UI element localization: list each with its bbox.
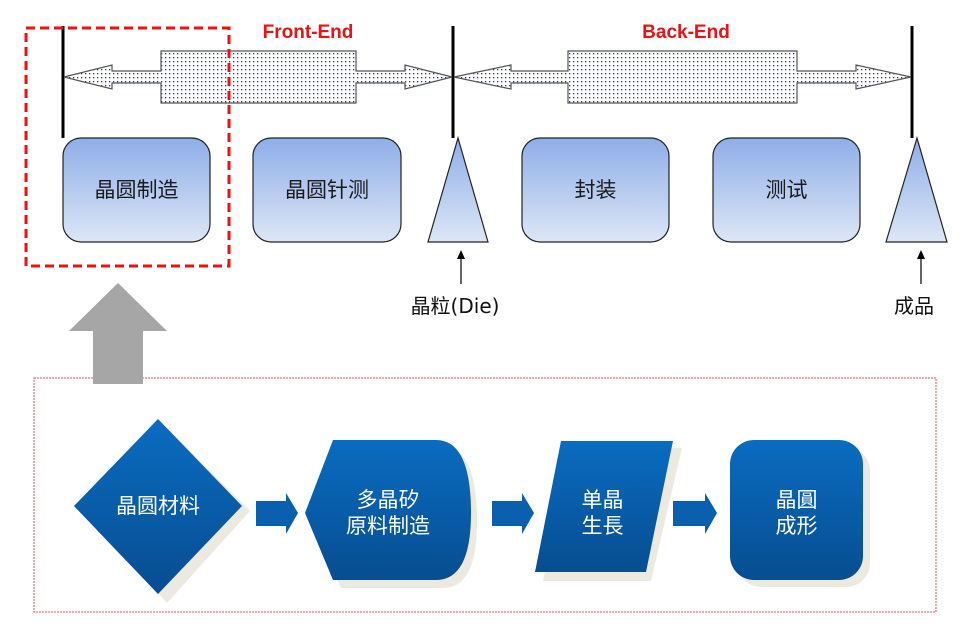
product-triangle: [885, 135, 948, 243]
die-pointer-arrowhead: [457, 250, 465, 259]
front-end-double-arrow: [63, 50, 453, 104]
stage-box-wafer-fab[interactable]: [62, 137, 211, 243]
stage-label-wafer-fab: 晶圆制造: [94, 177, 179, 202]
flow-parallelogram-crystal-growth[interactable]: [535, 441, 673, 572]
front-end-label: Front-End: [262, 22, 354, 44]
stage-box-testing[interactable]: [712, 137, 861, 243]
stage-label-testing: 测试: [765, 177, 808, 202]
flow-label-crystal-growth: 单晶 生長: [581, 487, 624, 538]
back-end-double-arrow: [453, 50, 912, 104]
flow-arrow-1: [256, 493, 298, 534]
back-end-label: Back-End: [642, 22, 730, 44]
flow-label-polysilicon: 多晶矽 原料制造: [346, 487, 430, 538]
flow-label-wafer-forming: 晶圓 成形: [775, 487, 818, 538]
flow-diamond-wafer-material[interactable]: [74, 419, 242, 594]
product-pointer-arrowhead: [917, 250, 925, 259]
big-up-arrow: [69, 283, 167, 384]
highlight-dashed-box: [24, 26, 231, 268]
flow-rounded-rect-wafer-forming[interactable]: [730, 440, 863, 580]
stage-box-packaging[interactable]: [521, 137, 670, 243]
material-flow-container: [33, 377, 937, 613]
flow-arrow-2: [492, 493, 534, 534]
stage-box-wafer-probe[interactable]: [252, 137, 402, 243]
flow-display-polysilicon[interactable]: [305, 440, 471, 580]
die-marker-label: 晶粒(Die): [410, 293, 500, 318]
flow-arrow-3: [673, 493, 717, 534]
flow-label-wafer-material: 晶圆材料: [116, 493, 200, 518]
stage-label-packaging: 封装: [574, 177, 617, 202]
stage-label-wafer-probe: 晶圆针测: [285, 177, 369, 202]
die-triangle: [427, 135, 489, 243]
product-marker-label: 成品: [894, 293, 934, 318]
